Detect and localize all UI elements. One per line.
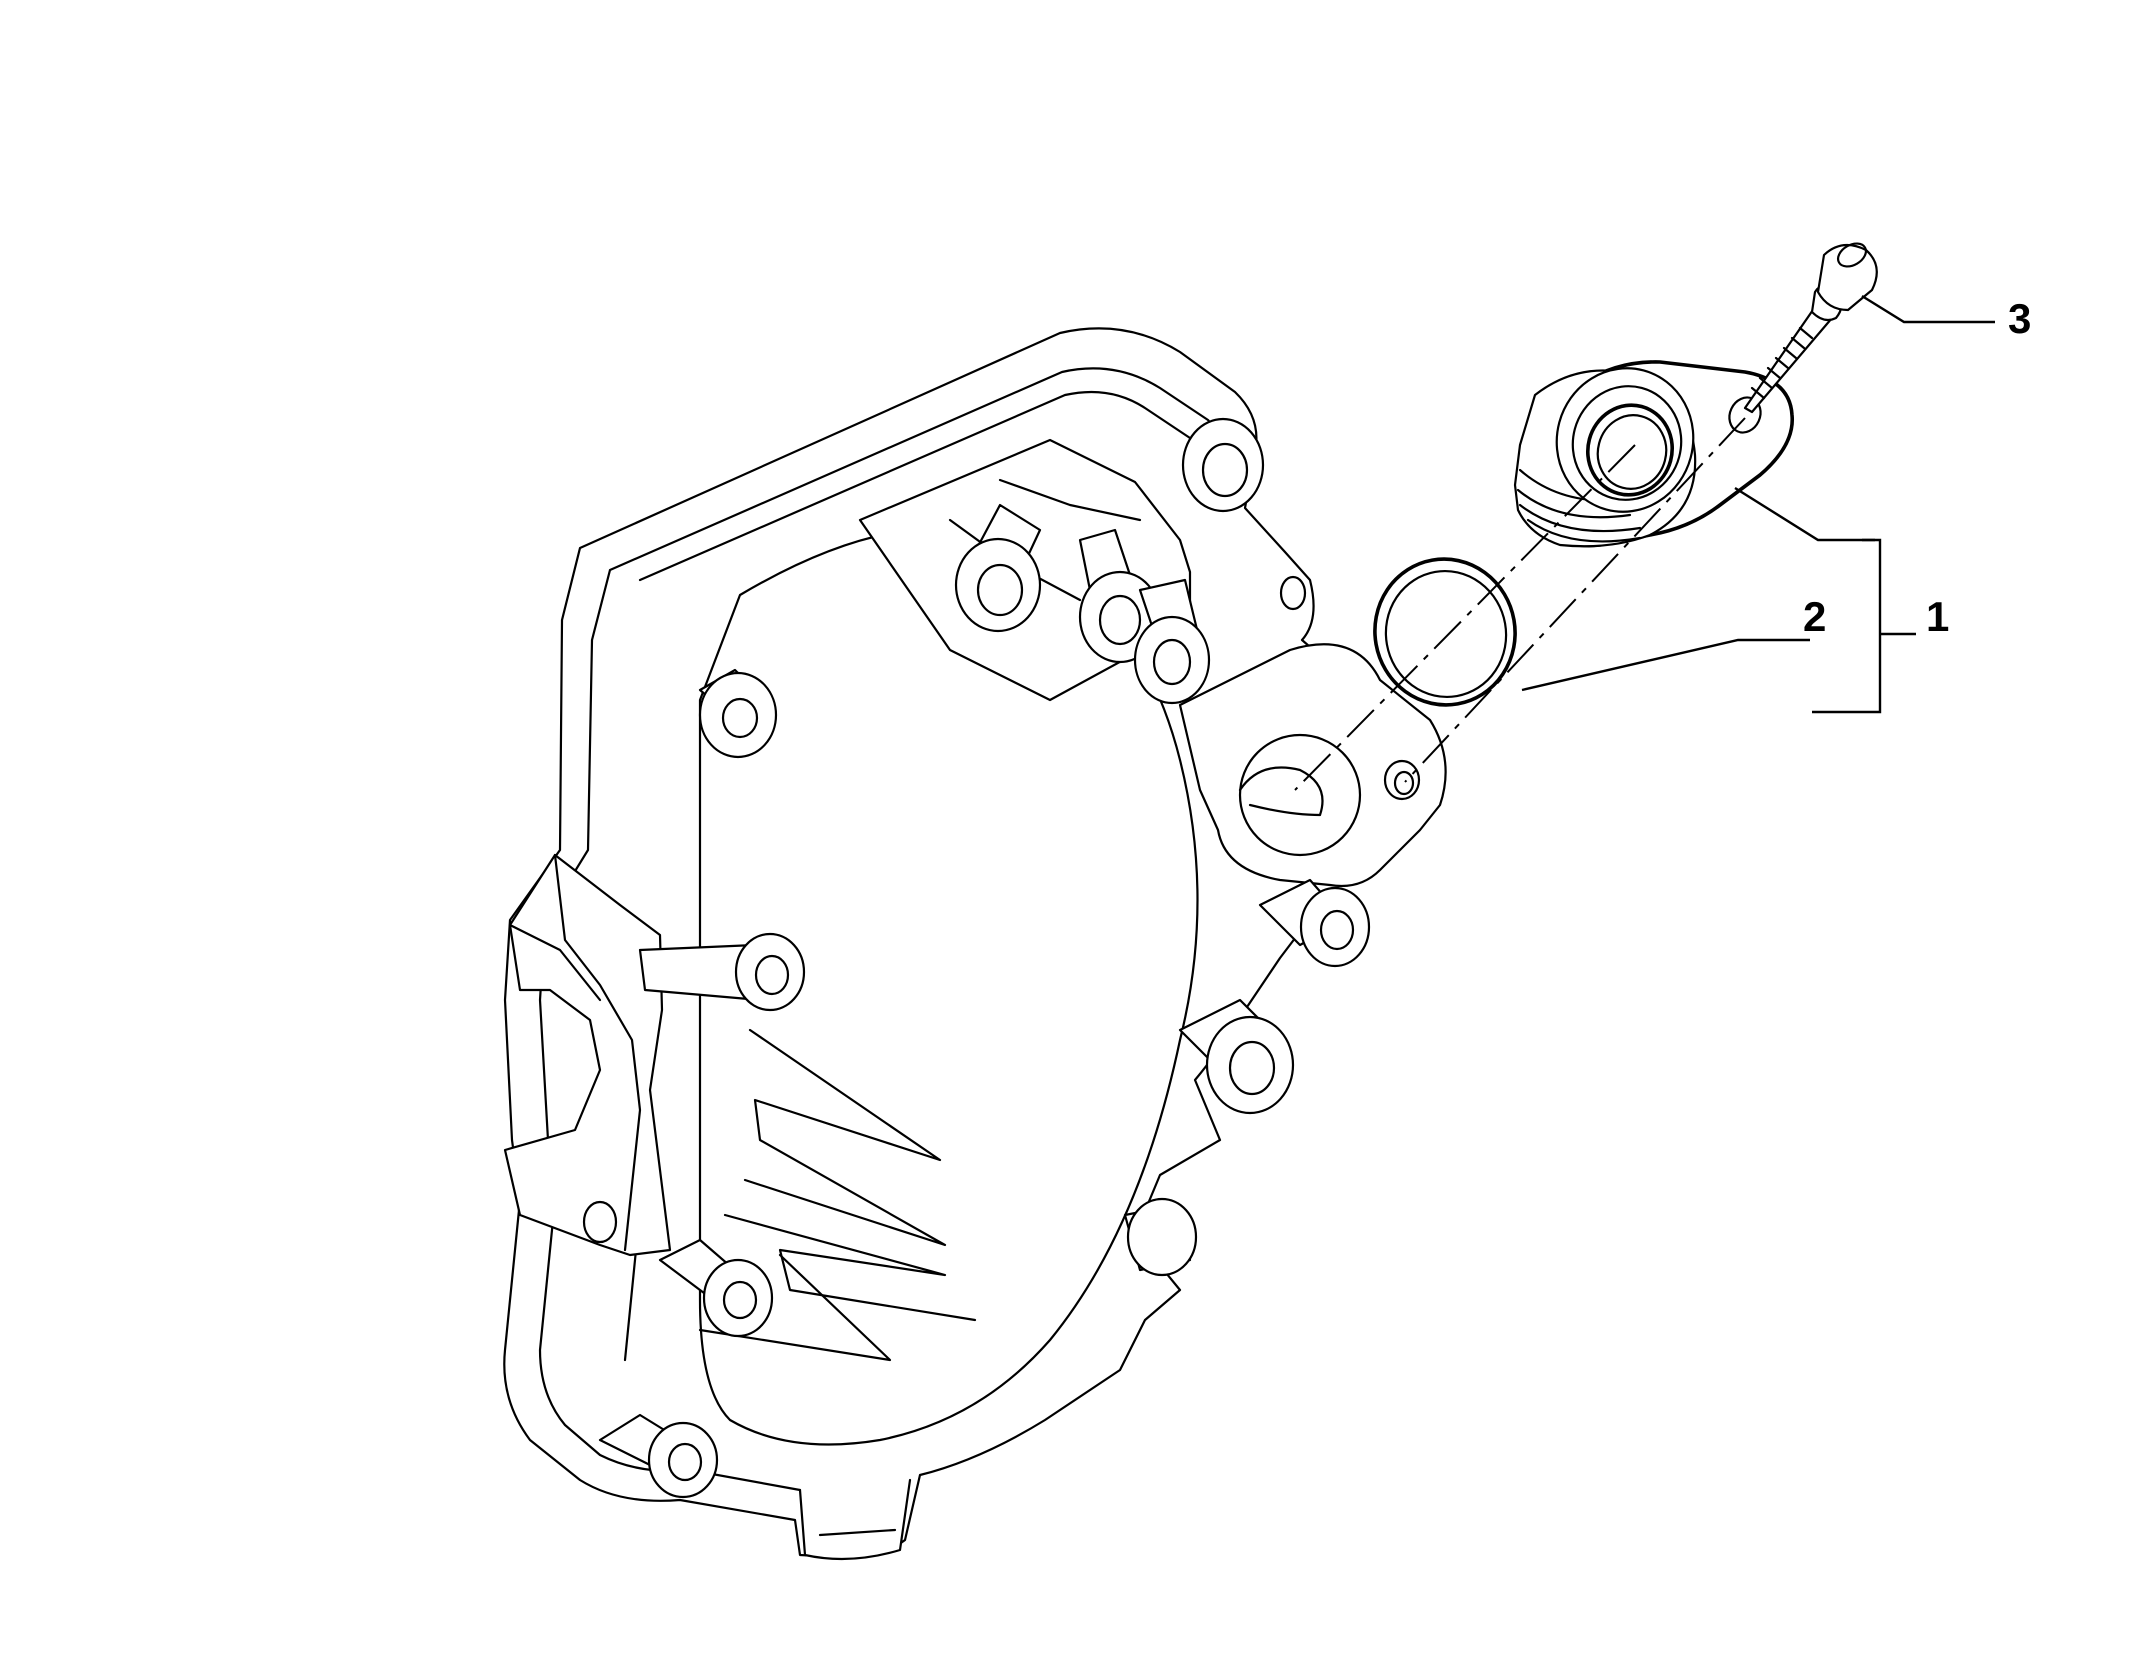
boss-left-lower	[658, 1238, 774, 1338]
cylinder-face-outer	[1555, 367, 1695, 513]
leader-1-body	[1734, 486, 1875, 542]
o-ring-outer	[1373, 557, 1517, 707]
housing-rim-groove	[638, 390, 1192, 582]
callout-2: 2	[1803, 593, 1826, 640]
upper-small-hole	[1279, 575, 1307, 611]
clutch-slave-cylinder	[1513, 360, 1794, 548]
bolt	[1743, 242, 1878, 414]
left-clamp-bracket	[503, 853, 672, 1257]
boss-upper-c	[1133, 578, 1211, 705]
boss-upper-a	[954, 503, 1042, 633]
base-tab	[798, 1478, 912, 1561]
left-clamp-edge	[508, 923, 602, 1002]
housing-bosses	[598, 417, 1371, 1499]
left-clamp-face	[553, 853, 642, 1252]
cylinder-face-ring	[1571, 385, 1683, 501]
port-bolt-hole-inner	[1393, 770, 1415, 796]
boss-left-middle	[638, 932, 806, 1012]
bolt-thread	[1750, 326, 1814, 400]
boss-top-right	[1181, 417, 1265, 513]
base-tab-edge	[818, 1528, 897, 1537]
boss-left-bottom	[598, 1413, 719, 1499]
axis-cylinder-to-port	[1294, 444, 1636, 791]
port-opening-inner	[1238, 766, 1324, 817]
leaders	[1521, 294, 1995, 714]
bolt-head	[1816, 243, 1878, 312]
leader-3	[1861, 294, 1995, 324]
leader-2	[1521, 638, 1810, 692]
housing-rib-lower	[723, 1213, 977, 1322]
callout-1: 1	[1926, 593, 1949, 640]
cylinder-bore-inner	[1596, 414, 1668, 490]
clamp-hole	[582, 1200, 618, 1244]
boss-right-lower	[1123, 1197, 1198, 1277]
bracket-1	[1812, 538, 1916, 714]
axis-bolt-to-hole	[1404, 417, 1746, 783]
callout-3: 3	[2008, 295, 2031, 342]
housing-rib-base	[698, 1253, 892, 1362]
cylinder-bore	[1585, 403, 1675, 497]
housing-rib-upper	[743, 1028, 947, 1247]
boss-left-top	[698, 668, 778, 759]
o-ring-inner	[1384, 569, 1508, 699]
bolt-socket	[1836, 242, 1868, 268]
port-opening	[1238, 733, 1362, 857]
assembly-axes	[1294, 417, 1746, 791]
boss-right-middle	[1178, 998, 1295, 1115]
boss-right-upper	[1258, 878, 1371, 968]
o-ring	[1373, 557, 1517, 707]
